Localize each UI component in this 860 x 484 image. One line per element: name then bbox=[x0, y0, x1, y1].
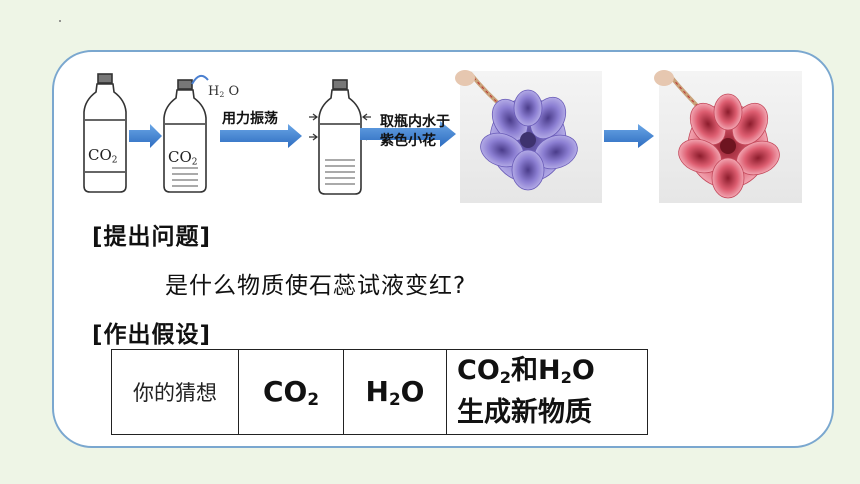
option-co2-cell[interactable]: CO2 bbox=[238, 349, 344, 435]
option-new-substance-cell[interactable]: CO2和H2O 生成新物质 bbox=[446, 349, 648, 435]
decorative-dot bbox=[59, 20, 61, 22]
water-label: H2 O bbox=[208, 84, 240, 99]
hypothesis-heading: [作出假设] bbox=[92, 322, 212, 348]
hypothesis-table: 你的猜想 CO2 H2O CO2和H2O 生成新物质 bbox=[111, 349, 648, 435]
guess-label-cell: 你的猜想 bbox=[111, 349, 239, 435]
bottle-2-label: CO2 bbox=[168, 148, 198, 168]
bottle-1 bbox=[83, 73, 127, 193]
bottle-1-label: CO2 bbox=[88, 146, 118, 166]
option-new-substance-line2: 生成新物质 bbox=[457, 396, 592, 428]
bottle-2 bbox=[163, 74, 209, 193]
arrow-3 bbox=[360, 121, 456, 147]
purple-flower-photo bbox=[455, 70, 602, 203]
table-row: 你的猜想 CO2 H2O CO2和H2O 生成新物质 bbox=[111, 349, 648, 435]
shake-label: 用力振荡 bbox=[222, 111, 278, 127]
arrow-4 bbox=[604, 124, 654, 148]
question-heading: [提出问题] bbox=[92, 224, 212, 250]
arrow-1 bbox=[129, 124, 162, 148]
arrow-2 bbox=[220, 124, 302, 148]
question-text: 是什么物质使石蕊试液变红? bbox=[165, 273, 467, 299]
spray-label-line2: 紫色小花 bbox=[380, 133, 436, 149]
spray-label-line1: 取瓶内水于 bbox=[380, 114, 450, 130]
spray-label: 取瓶内水于 紫色小花 bbox=[380, 113, 450, 151]
option-new-substance-line1: CO2和H2O bbox=[457, 355, 595, 388]
option-h2o-cell[interactable]: H2O bbox=[343, 349, 447, 435]
red-flower-photo bbox=[654, 70, 802, 203]
